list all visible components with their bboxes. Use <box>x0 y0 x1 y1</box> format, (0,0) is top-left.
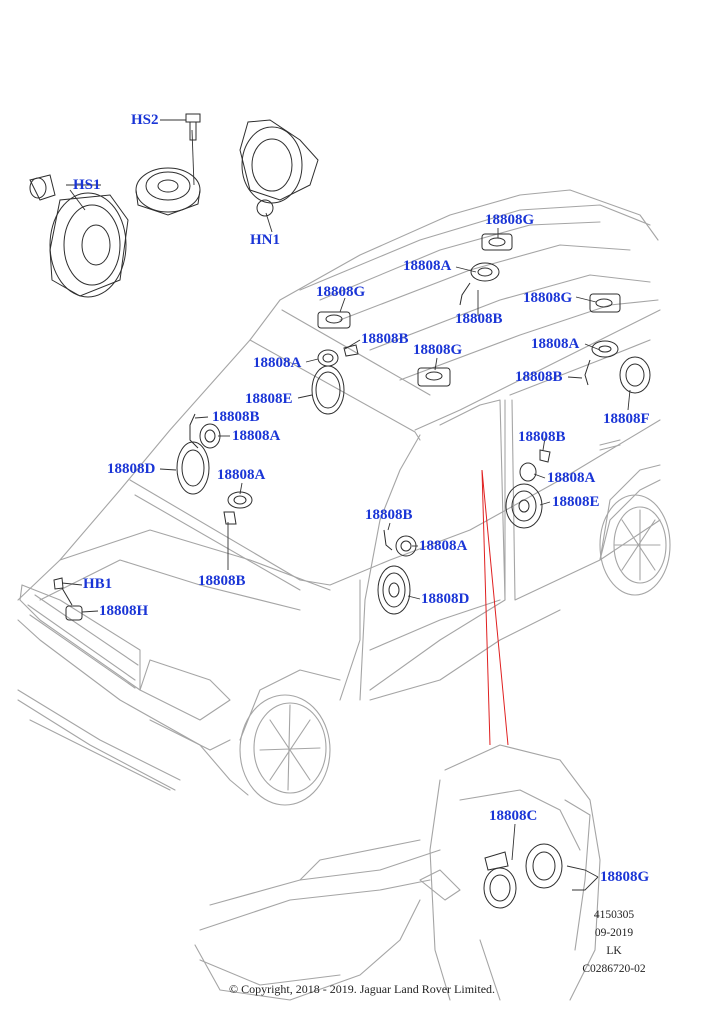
label-rdoor-b: 18808B <box>518 429 566 445</box>
label-rdoor-a: 18808A <box>547 470 596 486</box>
label-fdoor-a: 18808A <box>419 538 468 554</box>
label-seat-c: 18808C <box>489 808 538 824</box>
label-dash-d: 18808D <box>107 461 156 477</box>
label-rear-f: 18808F <box>603 411 650 427</box>
illustration-ref: C0286720-02 <box>582 963 646 975</box>
label-center-g: 18808G <box>413 342 463 358</box>
label-horn-h: 18808H <box>99 603 149 619</box>
label-front-g: 18808G <box>316 284 366 300</box>
label-a-pillar-e: 18808E <box>245 391 293 407</box>
label-hs2: HS2 <box>131 112 159 128</box>
label-hb1: HB1 <box>83 576 113 592</box>
drawing-number: 4150305 <box>593 909 635 921</box>
label-roof-a: 18808A <box>403 258 452 274</box>
label-rear-a: 18808A <box>531 336 580 352</box>
info-block: 4150305 09-2019 LK C0286720-02 <box>582 906 646 978</box>
label-dash-b: 18808B <box>212 409 260 425</box>
label-rear-b: 18808B <box>515 369 563 385</box>
label-rear-g: 18808G <box>523 290 573 306</box>
label-dash-a: 18808A <box>232 428 281 444</box>
label-ip-b: 18808B <box>198 573 246 589</box>
label-hs1: HS1 <box>73 177 101 193</box>
label-roof-b: 18808B <box>455 311 503 327</box>
label-rdoor-e: 18808E <box>552 494 600 510</box>
label-fdoor-b: 18808B <box>365 507 413 523</box>
model-code: LK <box>606 945 622 957</box>
label-ip-a: 18808A <box>217 467 266 483</box>
label-roof-g: 18808G <box>485 212 535 228</box>
label-a-pillar-b: 18808B <box>361 331 409 347</box>
label-hn1: HN1 <box>250 232 280 248</box>
label-fdoor-d: 18808D <box>421 591 470 607</box>
label-seat-g: 18808G <box>600 869 650 885</box>
copyright-notice: © Copyright, 2018 - 2019. Jaguar Land Ro… <box>228 982 496 996</box>
label-a-pillar-a: 18808A <box>253 355 302 371</box>
drawing-date: 09-2019 <box>594 927 634 939</box>
